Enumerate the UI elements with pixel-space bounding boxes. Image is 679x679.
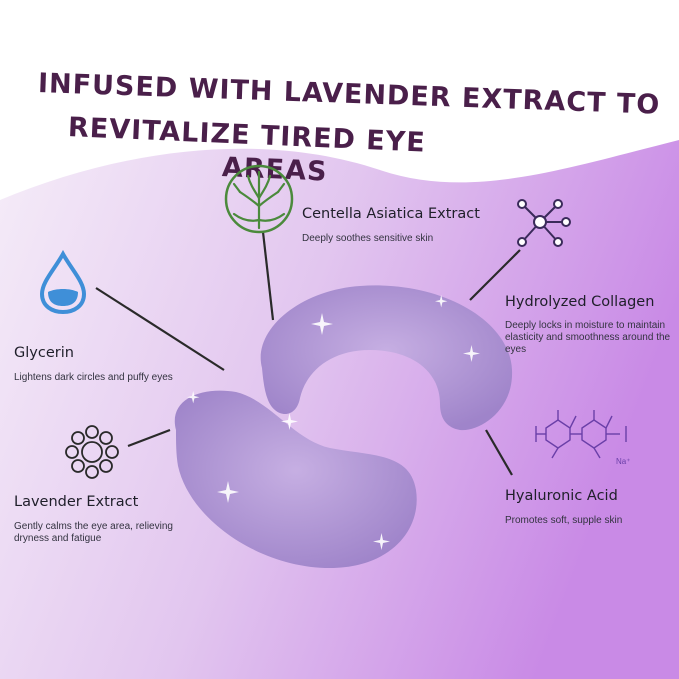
molecule-icon [517,199,571,247]
collagen-title: Hydrolyzed Collagen [505,294,655,310]
sparkle [463,345,480,362]
collagen-description: Deeply locks in moisture to maintain ela… [505,320,671,355]
sparkle [311,313,333,335]
centella-title: Centella Asiatica Extract [302,206,480,222]
sparkle [217,481,239,503]
chemical-structure-icon [535,410,627,459]
sparkle [435,295,448,308]
eye-patch-lower [174,390,417,568]
flower-ring-icon [65,425,119,479]
glycerin-title: Glycerin [14,345,74,361]
lavender-description: Gently calms the eye area, relieving dry… [14,521,173,544]
sparkle [281,413,298,430]
lavender-title: Lavender Extract [14,494,139,510]
tree-icon [224,164,294,234]
hyaluronic-title: Hyaluronic Acid [505,488,618,504]
sodium-label: Na⁺ [616,457,631,466]
glycerin-description: Lightens dark circles and puffy eyes [14,372,173,383]
sparkle [373,533,390,550]
sparkle [187,391,200,404]
hyaluronic-description: Promotes soft, supple skin [505,515,623,526]
water-drop-icon [39,250,87,315]
centella-description: Deeply soothes sensitive skin [302,233,434,244]
